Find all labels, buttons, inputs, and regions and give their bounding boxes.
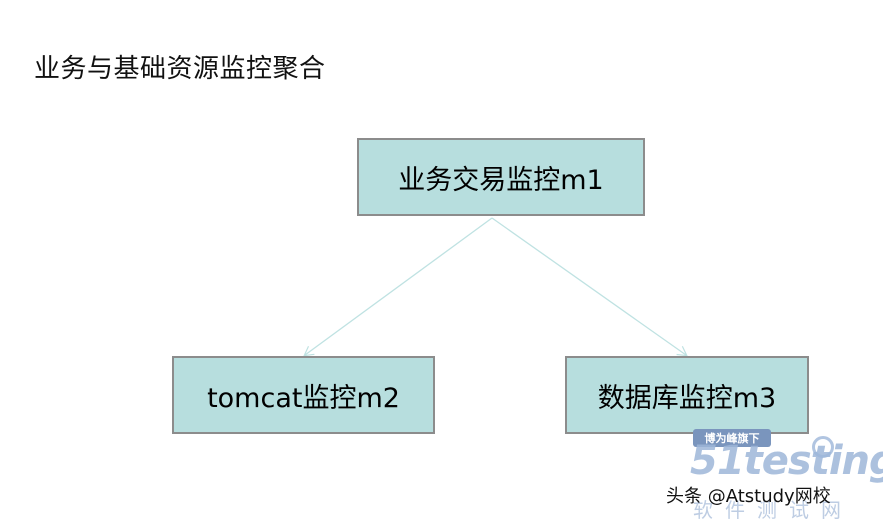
logo-subtitle: 软件测试网 (693, 498, 853, 520)
source-watermark: 头条 @Atstudy网校 (666, 486, 831, 507)
node-label: 数据库监控m3 (597, 382, 777, 414)
node-business-transaction-monitor: 业务交易监控m1 (357, 138, 645, 216)
node-tomcat-monitor: tomcat监控m2 (172, 356, 435, 434)
slide-title: 业务与基础资源监控聚合 (34, 54, 326, 84)
logo-badge: 博为峰旗下 (693, 429, 771, 447)
node-label: tomcat监控m2 (207, 382, 400, 414)
edge-root-to-database (491, 217, 688, 357)
node-label: 业务交易监控m1 (398, 164, 604, 196)
logo-51testing: 51testing (690, 438, 883, 484)
logo-search-icon (812, 436, 834, 458)
node-database-monitor: 数据库监控m3 (565, 356, 809, 434)
edge-root-to-tomcat (303, 217, 493, 357)
